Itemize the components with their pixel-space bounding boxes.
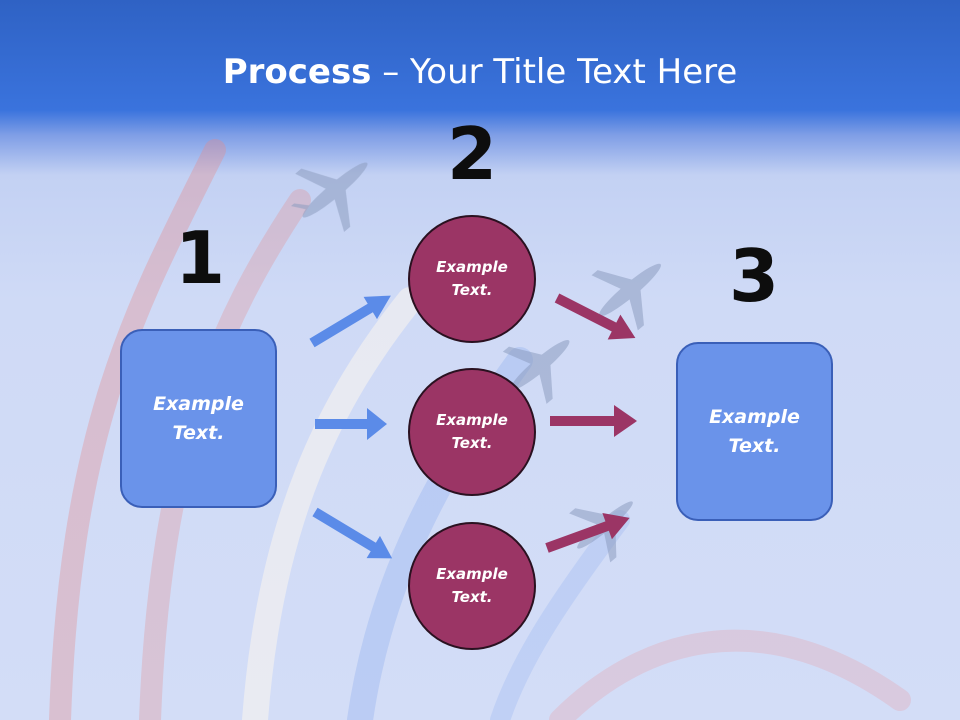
step-2-circle-1: Example Text. [408,215,536,343]
arrow-right-icon [554,293,636,340]
step-2-circle-3: Example Text. [408,522,536,650]
step-1-box: Example Text. [120,329,277,508]
arrow-right-icon [545,512,630,553]
slide-title: Process – Your Title Text Here [0,52,960,92]
title-rest: – Your Title Text Here [371,52,738,92]
arrow-right-icon [312,507,393,559]
step-3-box: Example Text. [676,342,833,521]
step-2-number: 2 [446,112,498,196]
step-1-text: Example Text. [153,392,244,444]
step-2-circle-2: Example Text. [408,368,536,496]
arrow-right-icon [315,408,387,440]
step-1-number: 1 [174,216,226,300]
step-2-circle-1-text: Example Text. [436,258,508,299]
step-2-circle-3-text: Example Text. [436,565,508,606]
title-bold: Process [222,52,372,92]
arrow-right-icon [309,295,391,348]
step-3-text: Example Text. [709,405,800,457]
step-2-circle-2-text: Example Text. [436,411,508,452]
step-3-number: 3 [728,234,780,318]
arrow-right-icon [550,405,637,437]
